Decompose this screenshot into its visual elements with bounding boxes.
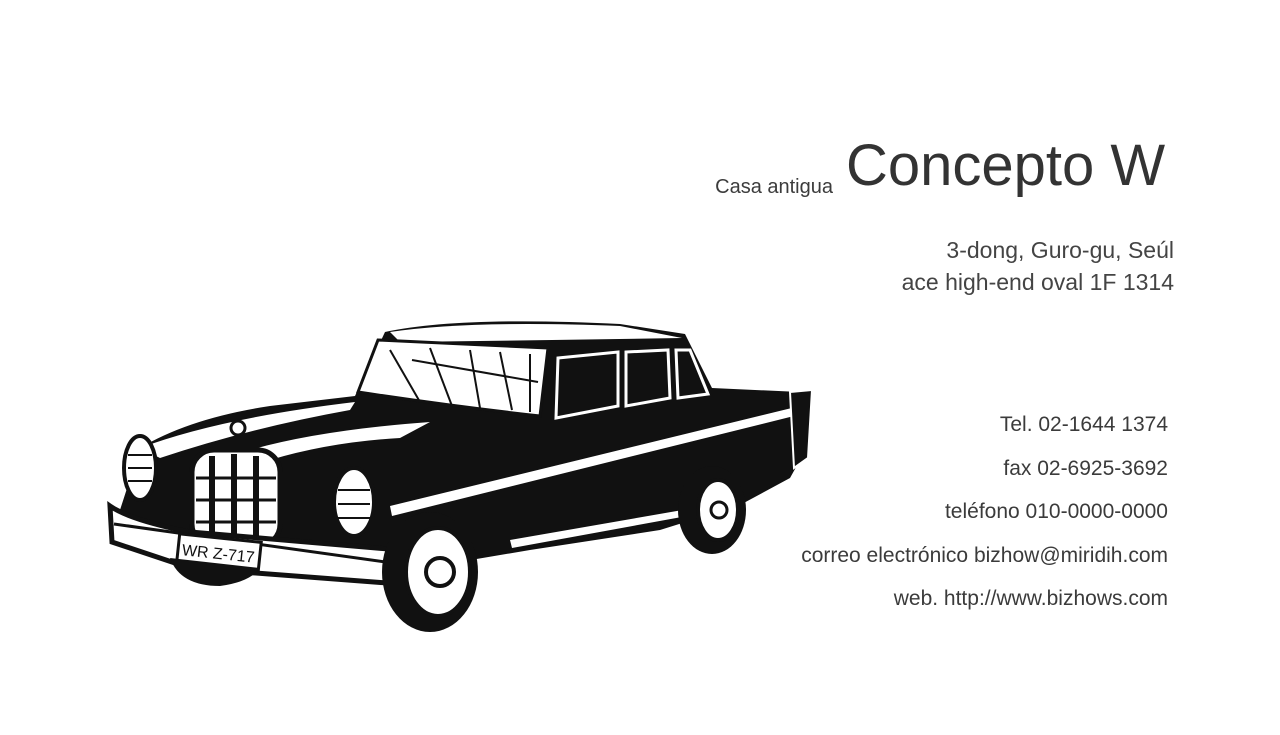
address-line-1: 3-dong, Guro-gu, Seúl <box>946 237 1174 263</box>
fax-text: fax 02-6925-3692 <box>1003 456 1168 480</box>
address-block: 3-dong, Guro-gu, Seúl ace high-end oval … <box>902 234 1174 298</box>
vintage-sedan-icon: WR Z-717 <box>107 321 814 632</box>
address-line-2: ace high-end oval 1F 1314 <box>901 269 1174 295</box>
website-text: web. http://www.bizhows.com <box>893 587 1168 610</box>
brand-name: Concepto W <box>846 133 1166 198</box>
tel-text: Tel. 02-1644 1374 <box>999 413 1168 436</box>
email-text: correo electrónico bizhow@miridih.com <box>801 543 1168 567</box>
phone-text: teléfono 010-0000-0000 <box>944 500 1168 523</box>
contact-block: Tel. 02-1644 1374 fax 02-6925-3692 teléf… <box>801 410 1168 628</box>
brand-tagline: Casa antigua <box>715 176 833 198</box>
